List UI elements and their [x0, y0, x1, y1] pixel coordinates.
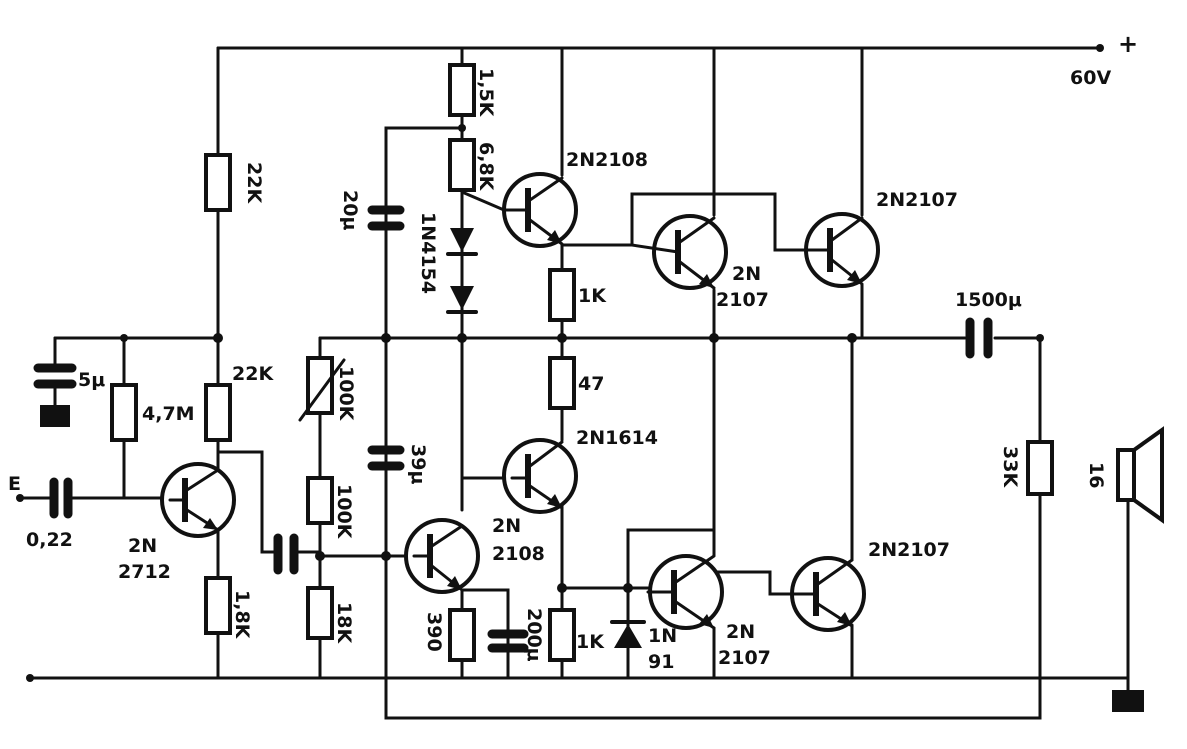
label-r18k-a: 1,8K: [231, 590, 253, 640]
transistor-q-bot-mid: [646, 554, 724, 630]
resistor-r47m: [110, 383, 138, 442]
label-r1k-bot: 1K: [576, 631, 605, 653]
label-r47m: 4,7M: [142, 403, 195, 425]
transistor-q-top-out: [798, 212, 880, 288]
label-q-bot-mid-b: 2107: [718, 647, 771, 669]
label-c1500u: 1500μ: [955, 289, 1022, 311]
label-c20u: 20μ: [339, 190, 361, 230]
label-c022: 0,22: [26, 529, 73, 551]
ground-icon: [1112, 690, 1144, 712]
supply-plus: +: [1118, 30, 1138, 58]
label-q-top-mid-b: 2107: [716, 289, 769, 311]
label-r390: 390: [423, 612, 445, 652]
label-r22k-mid: 22K: [232, 363, 274, 385]
label-q-top-drv: 2N2108: [566, 149, 648, 171]
label-r22k-top: 22K: [243, 162, 265, 204]
resistor-r18k-b: [306, 586, 334, 640]
label-q-drv-b: 2108: [492, 543, 545, 565]
resistor-r100k: [306, 476, 334, 525]
capacitor-c5u: [33, 363, 77, 427]
diode-1n91: [610, 620, 646, 648]
label-r33k: 33K: [999, 446, 1021, 488]
input-label: E: [8, 473, 21, 495]
capacitor-c1500u: [965, 317, 993, 359]
label-r100k-pot: 100K: [335, 366, 357, 422]
resistor-r22k-mid: [204, 383, 232, 442]
resistor-r33k: [1026, 440, 1054, 496]
diode-1n4154: [446, 228, 478, 314]
capacitor-c200u: [487, 629, 529, 653]
label-r47: 47: [578, 373, 604, 395]
resistor-r1k-bot: [548, 608, 576, 662]
capacitor-c-coupling: [273, 533, 299, 575]
label-q-in-a: 2N: [128, 535, 157, 557]
label-speaker: 16: [1085, 462, 1107, 488]
label-c39u: 39μ: [407, 444, 429, 484]
label-r68k: 6,8K: [475, 142, 497, 192]
label-d-1n91-b: 91: [648, 651, 674, 673]
junction-dots: [16, 44, 1104, 682]
transistor-q-in: [160, 462, 236, 538]
label-r100k: 100K: [333, 484, 355, 540]
label-r1k-top: 1K: [578, 285, 607, 307]
transistor-q-bias: [502, 438, 578, 514]
label-q-top-out: 2N2107: [876, 189, 958, 211]
transistor-q-bot-out: [788, 556, 866, 632]
resistor-r390: [448, 608, 476, 662]
label-d-1n91-a: 1N: [648, 625, 677, 647]
label-c200u: 200μ: [523, 608, 545, 662]
label-q-drv-a: 2N: [492, 515, 521, 537]
capacitor-c20u: [367, 205, 405, 231]
label-q-bot-mid-a: 2N: [726, 621, 755, 643]
resistor-r15k: [448, 63, 476, 117]
resistor-r100k-pot: [298, 356, 346, 422]
label-r15k: 1,5K: [475, 68, 497, 118]
label-r18k-b: 18K: [333, 602, 355, 644]
resistor-r22k-top: [204, 153, 232, 212]
supply-voltage: 60V: [1070, 67, 1111, 89]
resistor-r68k: [448, 138, 476, 192]
labels: + 60V E 22K 22K 4,7M 1,8K 100K 100K 18K …: [8, 30, 1138, 673]
resistor-r18k-a: [204, 576, 232, 635]
label-d-1n4154: 1N4154: [417, 212, 439, 294]
capacitor-c39u: [367, 445, 405, 471]
wiring: [18, 46, 1130, 720]
label-q-top-mid-a: 2N: [732, 263, 761, 285]
label-q-in-b: 2712: [118, 561, 171, 583]
capacitor-c022: [49, 477, 73, 519]
label-c5u: 5μ: [78, 369, 105, 391]
speaker-icon: [1116, 426, 1164, 524]
transistor-q-top-drv: [502, 172, 578, 248]
resistor-r47: [548, 356, 576, 410]
transistor-q-top-mid: [630, 214, 728, 290]
resistor-r1k-top: [548, 268, 576, 322]
label-q-bias: 2N1614: [576, 427, 658, 449]
label-q-bot-out: 2N2107: [868, 539, 950, 561]
transistor-q-drv: [404, 518, 480, 594]
